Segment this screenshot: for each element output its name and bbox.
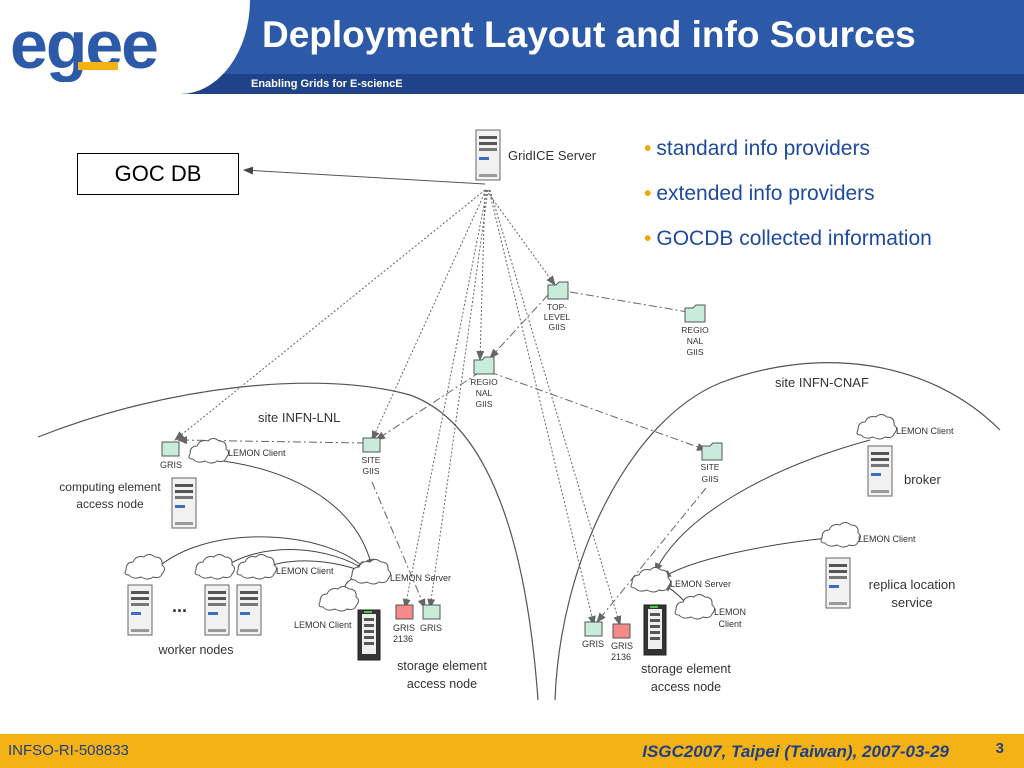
bullet-text: GOCDB collected information <box>656 227 932 250</box>
regional-giis-left-l1: REGIO <box>470 377 498 387</box>
cnaf-se-rack-icon <box>643 604 667 656</box>
cnaf-gris-2136-l2: 2136 <box>611 652 631 662</box>
wn1-cloud-icon <box>124 554 165 580</box>
wn-ellipsis: ... <box>172 596 187 616</box>
cnaf-site-giis-icon <box>701 442 723 461</box>
page-number: 3 <box>995 740 1004 757</box>
cnaf-se-label-l1: storage element <box>641 662 731 676</box>
broker-server-icon <box>867 445 893 497</box>
logo-background <box>0 0 250 94</box>
header-subbar <box>0 74 1024 94</box>
broker-cloud-icon <box>856 414 897 440</box>
cnaf-gris-2136-icon <box>612 623 631 639</box>
site-cnaf-boundary <box>554 362 1001 701</box>
lnl-gris-2136-icon <box>395 604 414 620</box>
cnaf-lemon-client-rls: LEMON Client <box>858 534 916 544</box>
lnl-site-giis-icon <box>362 437 381 453</box>
wn1-server-icon <box>127 584 153 636</box>
lnl-ce-cloud-icon <box>188 438 229 464</box>
slide-subtitle: Enabling Grids for E-sciencE <box>251 78 403 90</box>
info-sources-list: •standard info providers •extended info … <box>644 137 932 272</box>
worker-nodes-label: worker nodes <box>157 643 233 657</box>
cnaf-lemon-client-se-l2: Client <box>718 619 742 629</box>
lnl-gris-2136-l2: 2136 <box>393 634 413 644</box>
lnl-ce-server-icon <box>171 477 197 529</box>
rls-server-icon <box>825 557 851 609</box>
wn2-server-icon <box>204 584 230 636</box>
footer-conference: ISGC2007, Taipei (Taiwan), 2007-03-29 <box>642 742 949 761</box>
cnaf-lemon-server-cloud-icon <box>630 567 671 593</box>
lnl-lemon-server-cloud-icon <box>350 559 391 585</box>
wn3-cloud-icon <box>236 554 277 580</box>
regional-giis-left-l3: GIIS <box>475 399 492 409</box>
bullet-text: extended info providers <box>656 182 875 205</box>
slide-footer: INFSO-RI-508833 ISGC2007, Taipei (Taiwan… <box>0 734 1024 768</box>
lnl-ce-label-l2: access node <box>76 497 144 511</box>
cnaf-gris-label: GRIS <box>582 639 604 649</box>
cnaf-gris-icon <box>584 621 603 637</box>
gridice-server-label: GridICE Server <box>508 148 597 163</box>
regional-giis-right-l3: GIIS <box>686 347 703 357</box>
slide-header: egee Deployment Layout and info Sources … <box>0 0 1024 94</box>
footer-project-id: INFSO-RI-508833 <box>8 742 129 759</box>
lnl-gris-icon <box>161 441 180 457</box>
bullet-item: •extended info providers <box>644 182 875 205</box>
top-level-giis-l3: GIIS <box>548 322 565 332</box>
cnaf-gris-2136-l1: GRIS <box>611 641 633 651</box>
site-cnaf-label: site INFN-CNAF <box>775 375 869 390</box>
site-lnl-boundary <box>37 382 539 701</box>
cnaf-lemon-server: LEMON Server <box>670 579 731 589</box>
wn2-cloud-icon <box>194 554 235 580</box>
deployment-diagram: GridICE Server TOP- LEVEL GIIS REGIO NAL… <box>37 129 1001 701</box>
slide-title: Deployment Layout and info Sources <box>262 14 916 55</box>
cnaf-lemon-client-se-l1: LEMON <box>714 607 746 617</box>
rls-label-l1: replica location <box>869 577 956 592</box>
regional-giis-right-l2: NAL <box>687 336 704 346</box>
goc-db-box: GOC DB <box>77 153 239 195</box>
broker-label: broker <box>904 472 942 487</box>
lnl-se-gris-icon <box>422 604 441 620</box>
regional-giis-right-icon <box>684 304 706 323</box>
lnl-gris-2136-l1: GRIS <box>393 623 415 633</box>
bullet-text: standard info providers <box>656 137 870 160</box>
lnl-se-label-l2: access node <box>407 677 477 691</box>
rls-label-l2: service <box>891 595 932 610</box>
logo-text: egee <box>10 10 157 82</box>
regional-giis-right-l1: REGIO <box>681 325 709 335</box>
regional-giis-left-icon <box>473 356 495 375</box>
top-level-giis-l1: TOP- <box>547 302 567 312</box>
lnl-se-cloud-icon <box>318 586 359 612</box>
bullet-item: •GOCDB collected information <box>644 227 932 250</box>
cnaf-se-label-l2: access node <box>651 680 721 694</box>
wn3-server-icon <box>236 584 262 636</box>
lnl-ce-label-l1: computing element <box>59 480 161 494</box>
lnl-gris-label: GRIS <box>160 460 182 470</box>
cnaf-site-giis-l2: GIIS <box>701 474 718 484</box>
lnl-lemon-client-se: LEMON Client <box>294 620 352 630</box>
lnl-site-giis-l2: GIIS <box>362 466 379 476</box>
cnaf-site-giis-l1: SITE <box>701 462 720 472</box>
regional-giis-left-l2: NAL <box>476 388 493 398</box>
lnl-lemon-server: LEMON Server <box>390 573 451 583</box>
egee-logo: egee <box>10 10 159 82</box>
cnaf-lemon-client-broker: LEMON Client <box>896 426 954 436</box>
rls-cloud-icon <box>820 522 861 548</box>
lnl-lemon-client-ce: LEMON Client <box>228 448 286 458</box>
site-lnl-label: site INFN-LNL <box>258 410 340 425</box>
bullet-item: •standard info providers <box>644 137 870 160</box>
lnl-se-gris-label: GRIS <box>420 623 442 633</box>
lnl-se-label-l1: storage element <box>397 659 487 673</box>
top-level-giis-icon <box>547 281 569 300</box>
lnl-site-giis-l1: SITE <box>362 455 381 465</box>
lnl-lemon-client-wn: LEMON Client <box>276 566 334 576</box>
lnl-se-rack-icon <box>357 609 381 661</box>
top-level-giis-l2: LEVEL <box>544 312 571 322</box>
gridice-server-icon <box>475 129 501 181</box>
